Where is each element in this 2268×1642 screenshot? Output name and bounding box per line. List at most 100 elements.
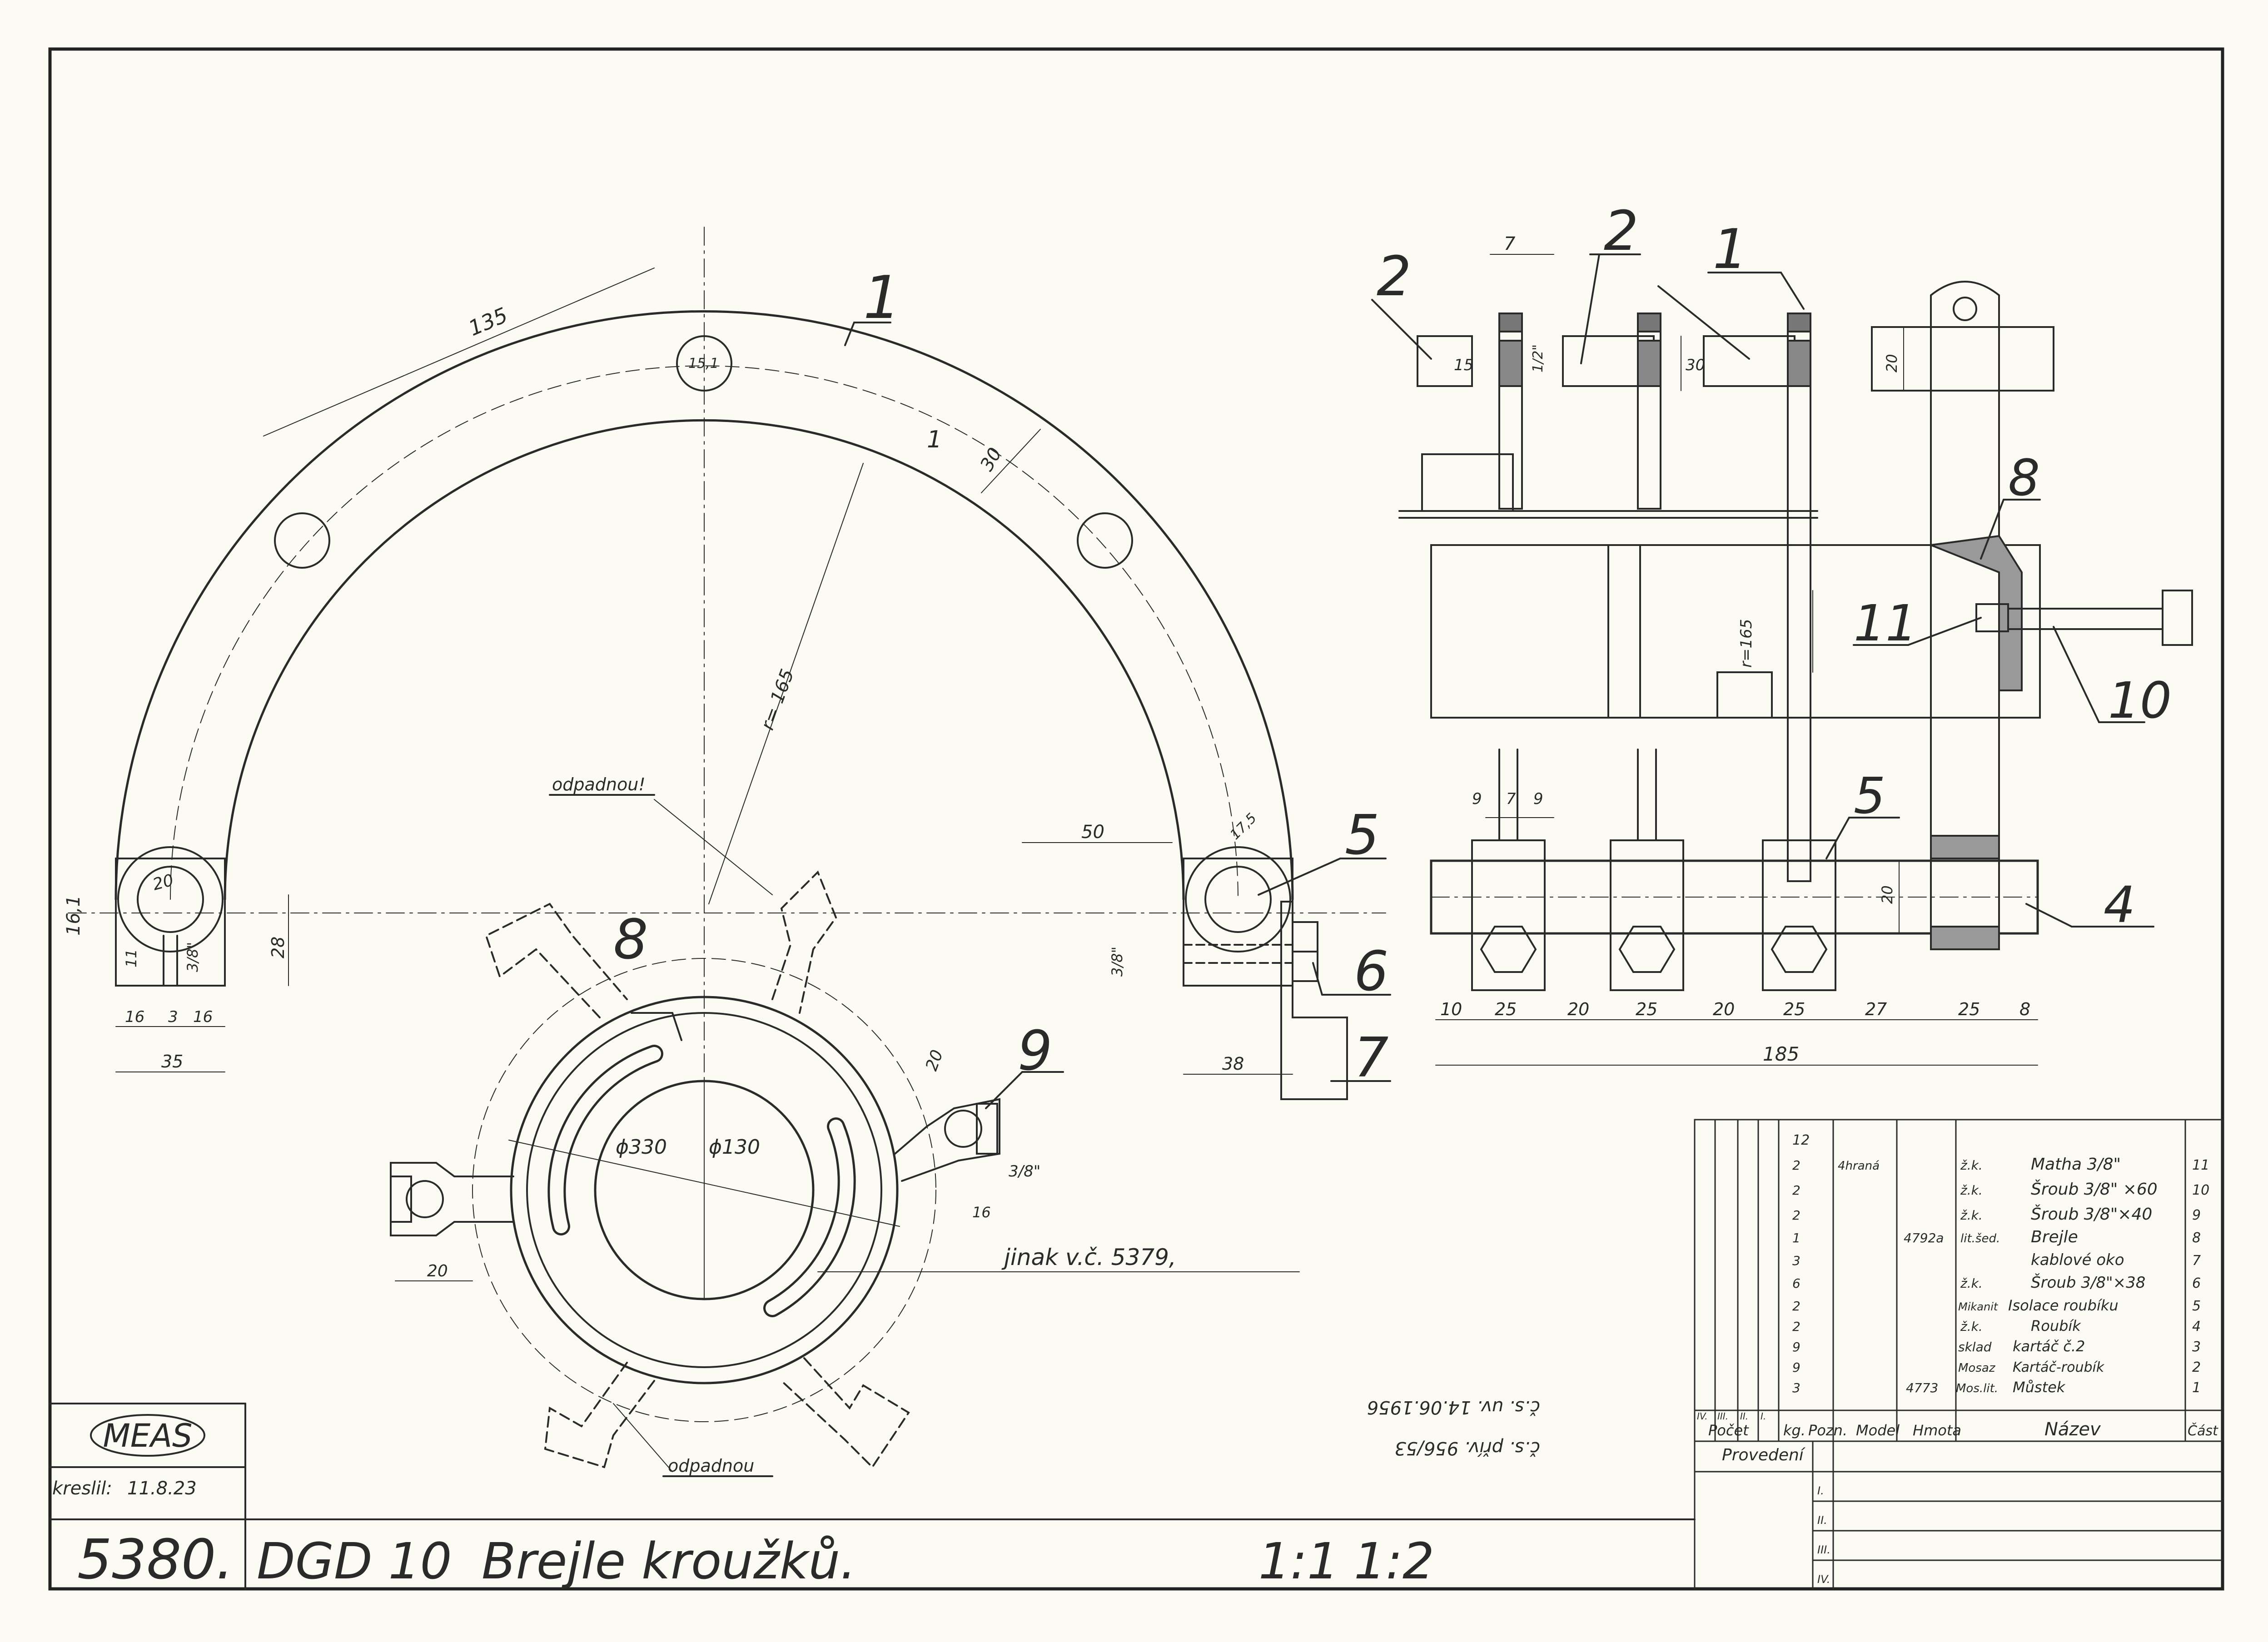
- scale-2: 1:2: [1354, 1532, 1434, 1590]
- peg-1: [1417, 335, 1473, 387]
- nut-3: [1771, 926, 1828, 973]
- fv-dim-3-8b: 3/8": [1109, 947, 1126, 977]
- leader-8-tail: [671, 1012, 682, 1041]
- bracket-pcd: [472, 958, 936, 1422]
- sv-dim-9b: 9: [1533, 790, 1543, 808]
- bracket-outer-ring: [510, 996, 899, 1384]
- bom-hdr-poz: Pozn.: [1808, 1422, 1847, 1439]
- leader-6-tail: [1312, 962, 1323, 996]
- bom-10-part: 2: [2192, 1359, 2201, 1375]
- bom-1-qty: 2: [1792, 1158, 1800, 1173]
- bom-frame: [1694, 1119, 2223, 1442]
- bridge-tab-left: [1421, 453, 1514, 512]
- bom-9-mat: sklad: [1958, 1339, 1992, 1354]
- sv-dim-30: 30: [1686, 356, 1705, 374]
- leader-4-tail: [2025, 903, 2073, 928]
- bom-5-qty: 3: [1792, 1253, 1800, 1268]
- sv-dim-7: 7: [1504, 233, 1516, 254]
- bom-9-qty: 9: [1792, 1339, 1800, 1354]
- bom-8-qty: 2: [1792, 1319, 1800, 1334]
- sv-dim-15: 15: [1454, 356, 1473, 374]
- bom-7-part: 5: [2192, 1298, 2201, 1314]
- bom-11-qty: 3: [1792, 1380, 1800, 1395]
- sv-balloon-11: 11: [1854, 594, 1917, 652]
- fv-dim-28: 28: [268, 937, 288, 958]
- bom-4-model: 4792a: [1904, 1230, 1944, 1245]
- logo-ellipse: [90, 1414, 205, 1457]
- nut-2: [1618, 926, 1676, 973]
- left-boss-outer: [117, 846, 224, 952]
- bom-11-model: 4773: [1906, 1380, 1938, 1395]
- scale-1: 1:1: [1258, 1532, 1339, 1590]
- dim-30-line: [981, 429, 1041, 493]
- bom-2-mat: ž.k.: [1960, 1183, 1983, 1198]
- sv-dim-185: 185: [1763, 1043, 1799, 1065]
- sv-dim-b8: 8: [2019, 999, 2030, 1019]
- support-peg: [1871, 326, 2054, 392]
- bom-hdr-roman-3: III.: [1717, 1411, 1728, 1422]
- arc-inner: [224, 419, 1185, 901]
- fv-balloon-1b: 1: [927, 426, 942, 453]
- bv-dim-3-8: 3/8": [1009, 1162, 1040, 1181]
- fv-dim-3-8a: 3/8": [184, 942, 201, 972]
- bom-8-part: 4: [2192, 1319, 2201, 1334]
- support-foot-hatch-b: [1930, 926, 2000, 950]
- sv-dim-b2: 20: [1567, 999, 1589, 1019]
- bom-2-part: 10: [2192, 1182, 2209, 1198]
- nut-1: [1480, 926, 1537, 973]
- stamp-line-2: č.s. přív. 956/53: [1395, 1438, 1541, 1458]
- fv-dim-35: 35: [161, 1052, 183, 1072]
- prov-row-label-2: II.: [1817, 1514, 1827, 1527]
- support-eye: [1930, 281, 2000, 328]
- bolt-10-head: [2162, 590, 2193, 646]
- arm-1-hatch: [1498, 313, 1523, 332]
- fv-balloon-1a: 1: [863, 263, 901, 332]
- sv-balloon-8: 8: [2008, 449, 2040, 507]
- leader-11-tail: [1907, 617, 1982, 646]
- bom-7-name: Isolace roubíku: [2008, 1297, 2119, 1314]
- sv-dim-9a: 9: [1472, 790, 1482, 808]
- clamp-3: [1762, 839, 1836, 991]
- bom-4-qty: 1: [1792, 1230, 1800, 1245]
- note-ref: jinak v.č. 5379,: [1001, 1244, 1176, 1270]
- fv-dim-16a: 16: [125, 1008, 144, 1026]
- bom-5-part: 7: [2192, 1253, 2201, 1269]
- stamp-line-1: č.s. uv. 14.06.1956: [1367, 1397, 1540, 1418]
- leader-2b-tail: [1580, 253, 1600, 364]
- leader-1a-tail: [844, 322, 855, 346]
- fv-dim-16-1: 16,1: [63, 895, 84, 936]
- bom-6-mat: ž.k.: [1960, 1276, 1983, 1291]
- bom-7-qty: 2: [1792, 1299, 1800, 1314]
- fv-dim-15-1: 15,1: [688, 356, 719, 372]
- bom-7-mat: Mikanit: [1958, 1300, 1999, 1313]
- sv-dim-b5: 25: [1783, 999, 1805, 1019]
- arm-cut-bottom-left: [544, 1362, 655, 1468]
- bom-3-mat: ž.k.: [1960, 1208, 1983, 1223]
- bv-balloon-9: 9: [1018, 1020, 1052, 1083]
- dim-135-line: [263, 268, 655, 437]
- right-boss-hole: [1204, 866, 1272, 933]
- sv-dim-b6: 27: [1865, 999, 1887, 1019]
- leader-2a: [1371, 299, 1432, 360]
- logo-text: MEAS: [103, 1417, 193, 1454]
- bv-dim-130: ϕ130: [709, 1136, 760, 1159]
- bom-hdr-roman-4: IV.: [1697, 1411, 1708, 1422]
- fv-dim-38: 38: [1222, 1054, 1244, 1074]
- arm-left-clamp: [390, 1176, 412, 1223]
- clamp-1: [1471, 839, 1546, 991]
- sv-dim-20-top: 20: [1883, 354, 1900, 372]
- bracket-ring-2: [526, 1012, 882, 1368]
- bom-6-part: 6: [2192, 1275, 2201, 1291]
- arm-cut-top-right: [771, 870, 837, 1014]
- arm-cut-top-left: [485, 903, 628, 1018]
- bom-8-mat: ž.k.: [1960, 1319, 1983, 1334]
- bom-9-part: 3: [2192, 1339, 2201, 1355]
- arm-3-hatch: [1787, 313, 1811, 332]
- bom-hdr-roman-1: I.: [1761, 1411, 1766, 1422]
- sv-dim-b7: 25: [1958, 999, 1980, 1019]
- prov-row-label-3: III.: [1817, 1543, 1830, 1556]
- leader-8-tail: [1980, 499, 2004, 560]
- bv-dim-330: ϕ330: [616, 1136, 667, 1159]
- bom-6-name: Šroub 3/8"×38: [2031, 1273, 2145, 1292]
